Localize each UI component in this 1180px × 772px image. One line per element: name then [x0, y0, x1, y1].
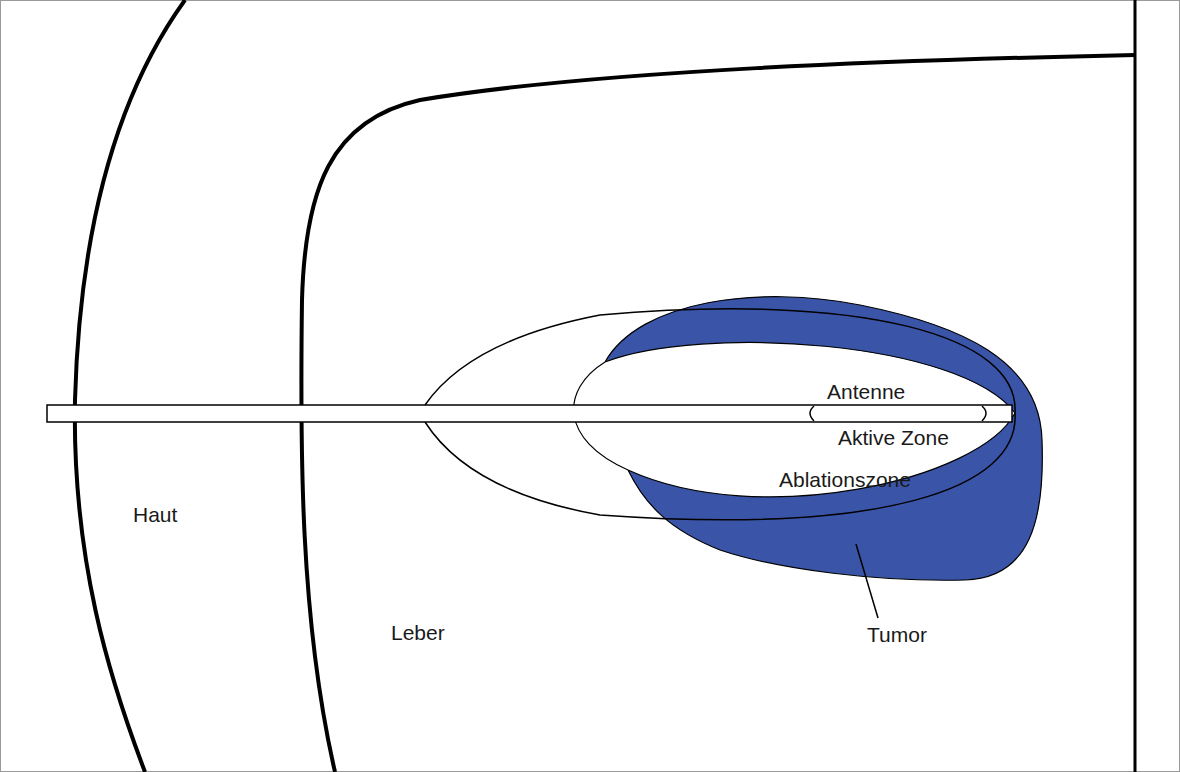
active-zone-mark — [982, 406, 986, 421]
body-boundary — [1134, 0, 1137, 772]
part-label: Antenne — [827, 380, 905, 403]
part-label: Tumor — [867, 623, 927, 646]
part-label: Leber — [391, 621, 445, 644]
part-label: Aktive Zone — [838, 426, 949, 449]
part-label: Haut — [133, 503, 177, 526]
needle — [47, 405, 1012, 422]
active-zone-mark — [810, 406, 814, 421]
leader-line — [856, 544, 878, 618]
tumor-shape — [574, 297, 1043, 581]
skin-line — [75, 0, 185, 772]
part-label: Ablationszone — [779, 468, 911, 491]
